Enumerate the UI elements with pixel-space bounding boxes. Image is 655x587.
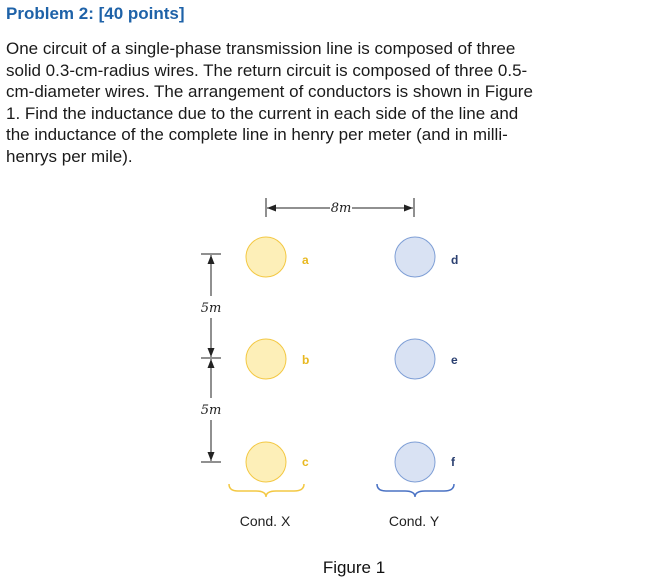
arrow-left-icon [267, 204, 276, 212]
conductor-d-label: d [451, 253, 458, 267]
figure-caption: Figure 1 [323, 558, 385, 577]
conductor-c [245, 441, 287, 483]
horizontal-spacing-label: 8m [331, 201, 352, 216]
conductor-c-label: c [302, 455, 309, 469]
problem-title: Problem 2: [40 points] [6, 4, 185, 23]
arrow-right-icon [404, 204, 413, 212]
arrow-down-icon [207, 452, 215, 461]
statement-line: 1. Find the inductance due to the curren… [6, 103, 519, 123]
conductor-a [245, 236, 287, 278]
conductor-f [394, 441, 436, 483]
conductor-e-label: e [451, 353, 458, 367]
statement-line: cm-diameter wires. The arrangement of co… [6, 82, 533, 102]
conductor-a-label: a [302, 253, 309, 267]
statement-line: solid 0.3-cm-radius wires. The return ci… [6, 60, 528, 80]
group-x-label: Cond. X [240, 513, 291, 529]
brace-y-icon [376, 483, 455, 498]
conductor-e [394, 338, 436, 380]
arrow-up-icon [207, 359, 215, 368]
conductor-b-label: b [302, 353, 309, 367]
vertical-spacing-label-top: 5m [201, 301, 222, 316]
problem-statement: One circuit of a single-phase transmissi… [6, 38, 646, 168]
horizontal-dimension [265, 198, 415, 217]
arrow-up-icon [207, 255, 215, 264]
vertical-dimension [201, 253, 221, 463]
conductor-d [394, 236, 436, 278]
statement-line: the inductance of the complete line in h… [6, 125, 508, 145]
conductor-b [245, 338, 287, 380]
vertical-spacing-label-bottom: 5m [201, 403, 222, 418]
conductor-f-label: f [451, 455, 456, 469]
brace-x-icon [228, 483, 305, 498]
statement-line: One circuit of a single-phase transmissi… [6, 39, 516, 58]
group-y-label: Cond. Y [389, 513, 440, 529]
arrow-down-icon [207, 348, 215, 357]
statement-line: henrys per mile). [6, 146, 133, 166]
